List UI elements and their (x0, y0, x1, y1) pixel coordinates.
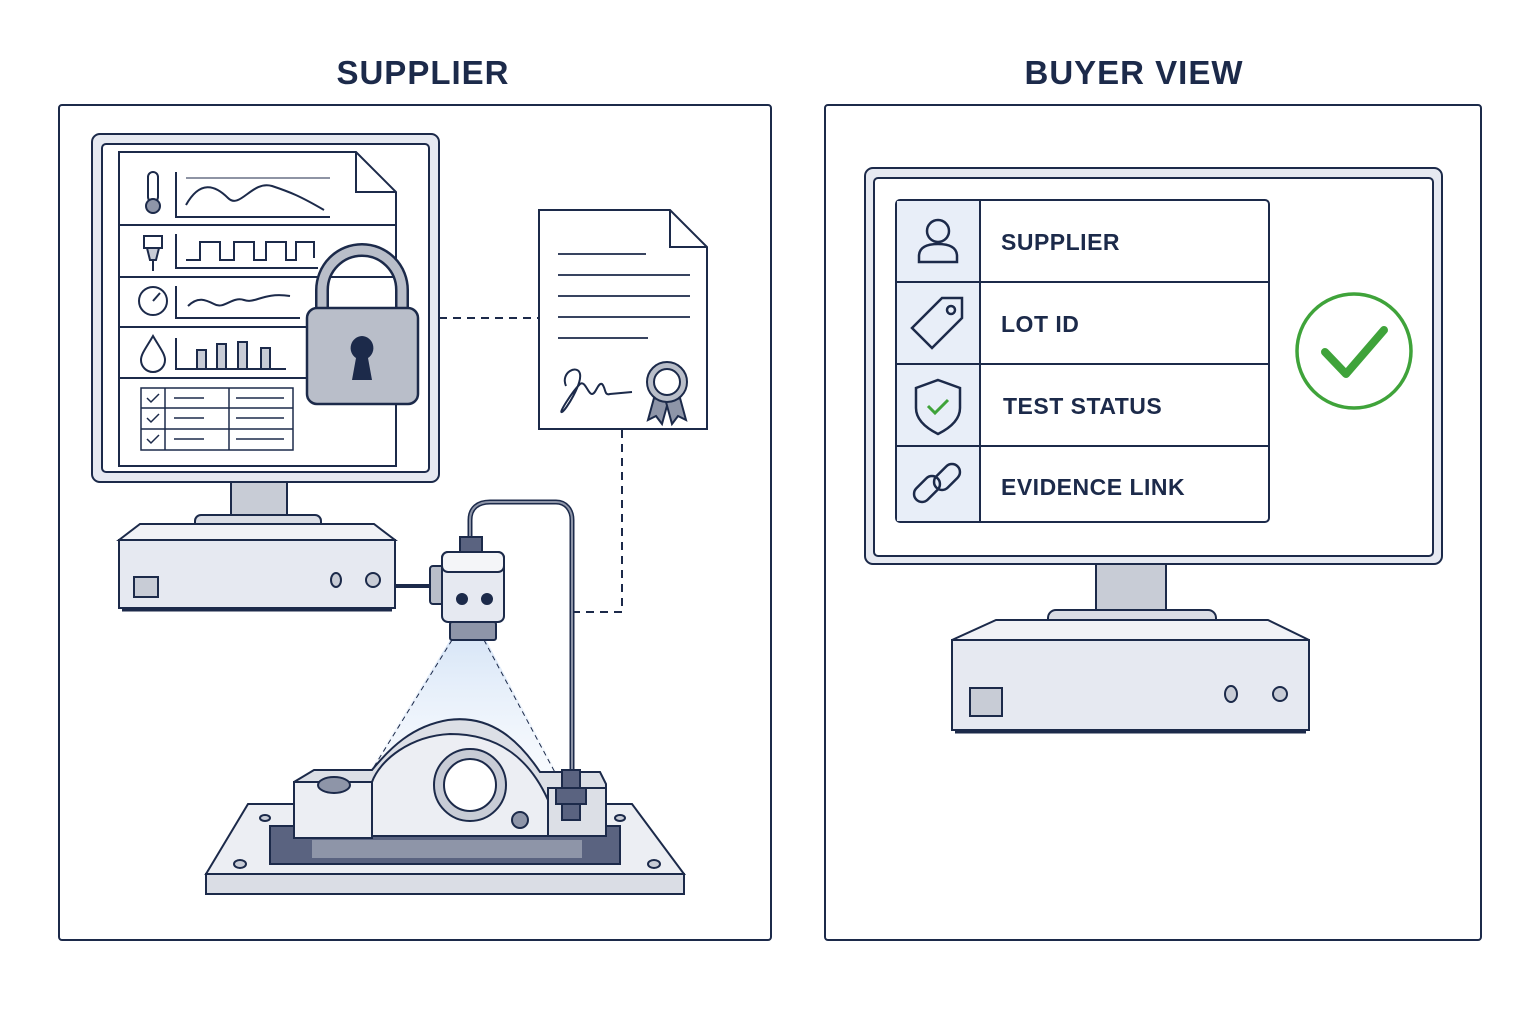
camera-cable (395, 499, 575, 772)
award-seal-icon (646, 361, 688, 427)
gauge-icon (138, 286, 168, 316)
moisture-drop-icon (139, 334, 167, 373)
checklist-table (140, 387, 294, 451)
nozzle-icon (143, 235, 163, 271)
supplier-computer-unit (116, 523, 398, 612)
buyer-computer-unit (951, 619, 1310, 734)
signed-certificate (538, 209, 708, 430)
field-test-status-label: TEST STATUS (1003, 393, 1163, 419)
link-icon (912, 462, 962, 504)
dashed-connector (439, 317, 623, 613)
pressure-chart (175, 234, 318, 269)
thermometer-icon (145, 171, 161, 214)
buyer-info-card (895, 199, 1270, 523)
vibration-chart (175, 286, 300, 319)
field-lot-id-label: LOT ID (1001, 311, 1080, 337)
buyer-view-title: BUYER VIEW (1024, 54, 1244, 91)
check-circle-icon (1295, 292, 1413, 410)
supplier-title: SUPPLIER (336, 54, 510, 91)
signature (560, 368, 633, 414)
field-evidence-link-label: EVIDENCE LINK (1001, 474, 1186, 500)
field-supplier-label: SUPPLIER (1001, 229, 1121, 255)
moisture-bar-chart (175, 338, 286, 370)
inspection-camera (429, 536, 505, 641)
tag-icon (910, 296, 964, 350)
machined-part (293, 718, 607, 839)
user-icon (917, 218, 959, 264)
lock-icon (305, 243, 420, 406)
temperature-chart (175, 172, 330, 218)
shield-check-icon (914, 378, 962, 436)
